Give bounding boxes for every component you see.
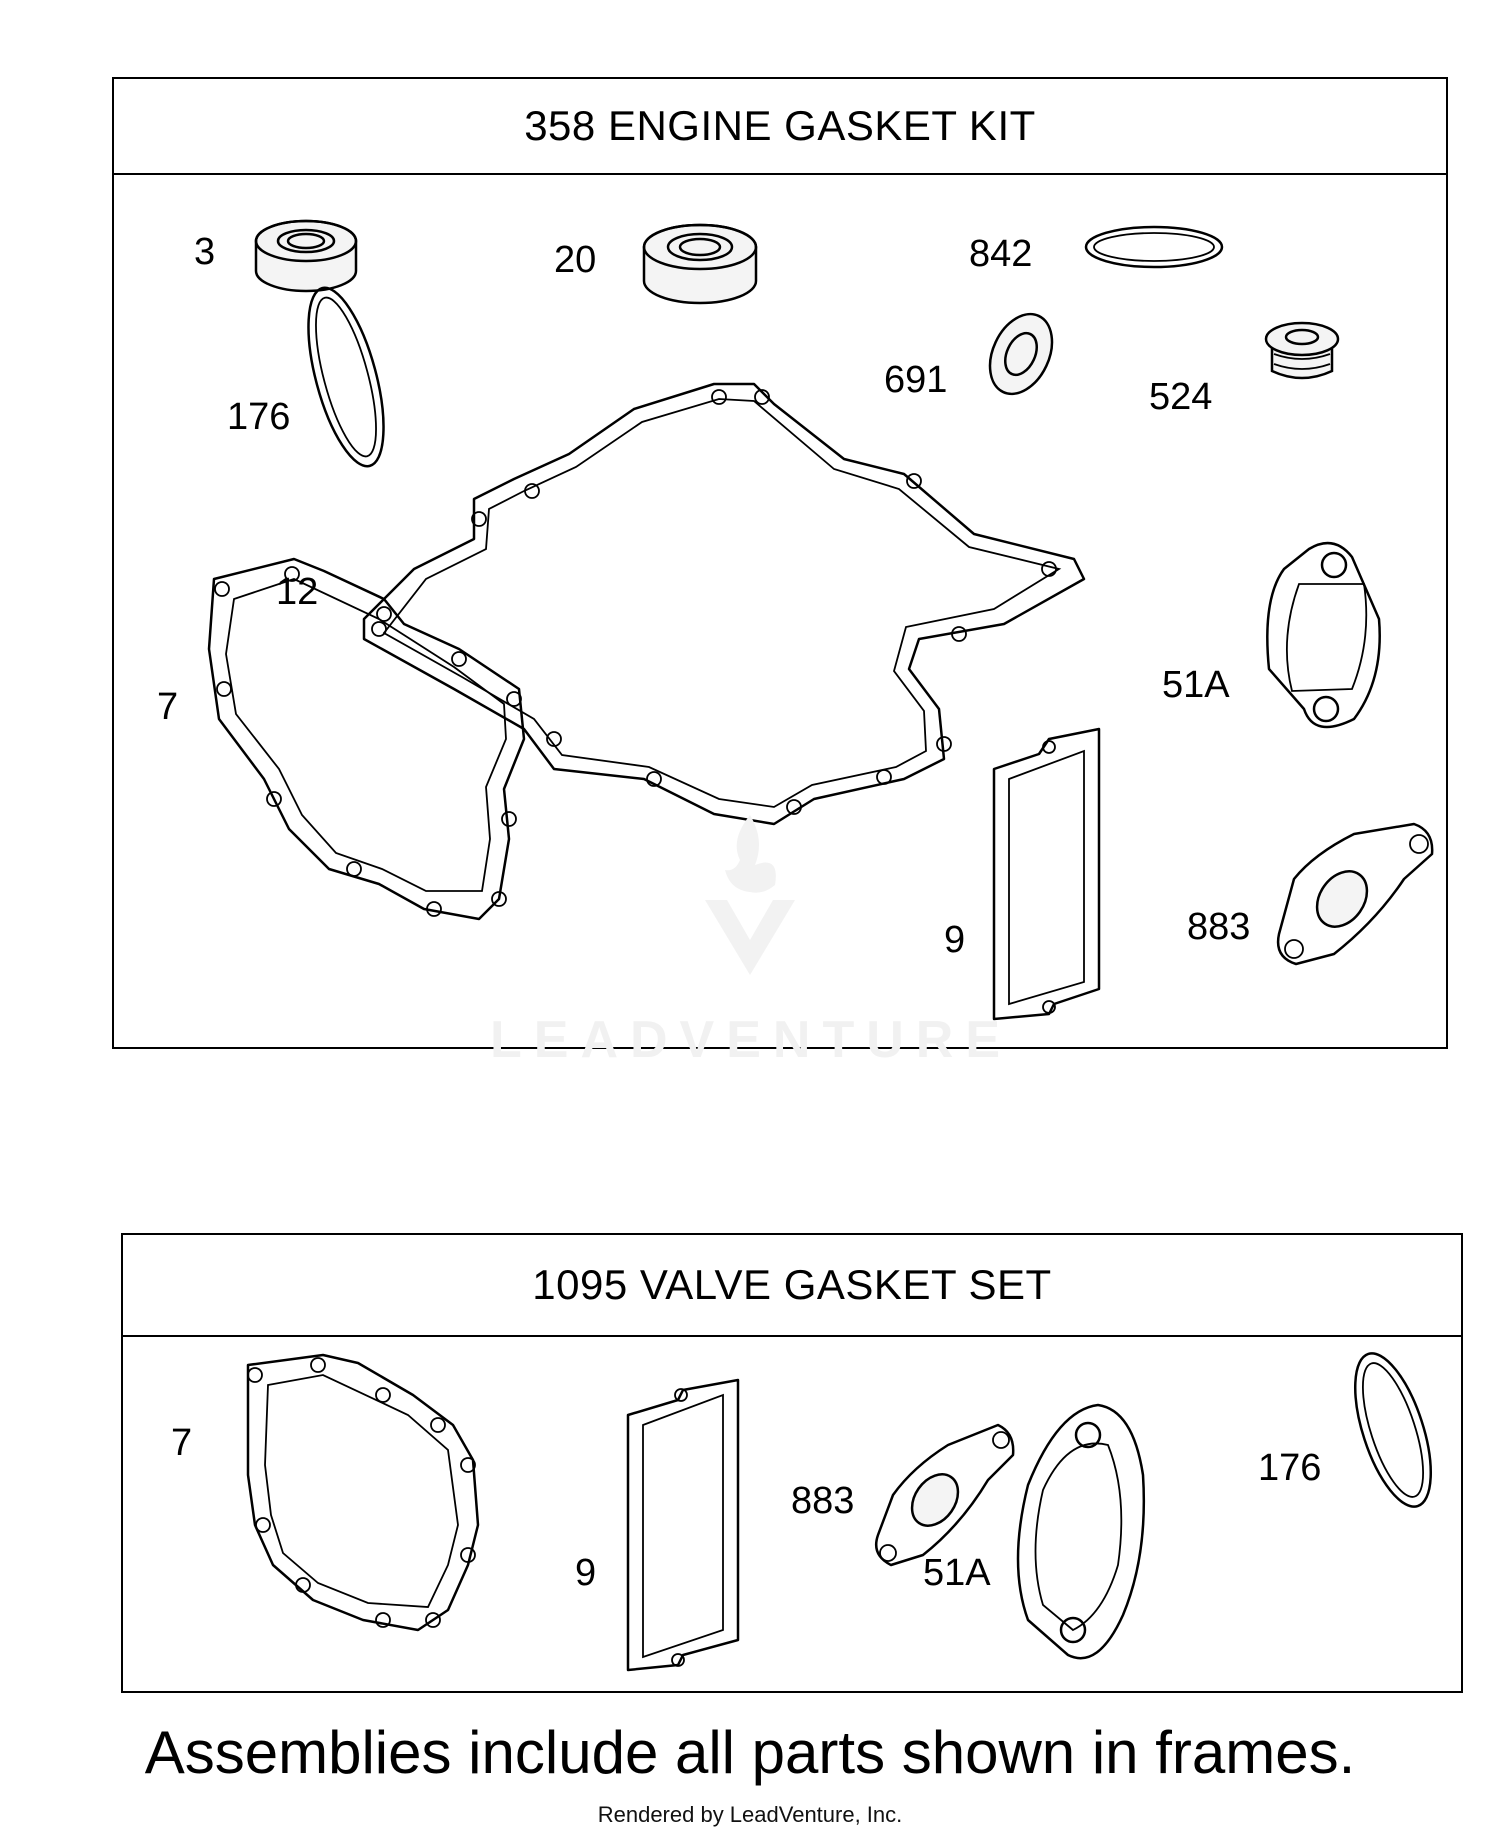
engine-gasket-kit-frame: 358 ENGINE GASKET KIT 3 20 842 176 691 5…: [112, 77, 1448, 1049]
callout-176[interactable]: 176: [1258, 1447, 1321, 1489]
callout-9[interactable]: 9: [944, 919, 965, 961]
part-51a-intake-gasket[interactable]: [1266, 541, 1381, 729]
callout-51a[interactable]: 51A: [923, 1552, 991, 1594]
callout-842[interactable]: 842: [969, 233, 1032, 275]
callout-9[interactable]: 9: [575, 1552, 596, 1594]
leadventure-watermark-text: LEADVENTURE: [490, 1011, 1013, 1069]
part-12-crankcase-gasket[interactable]: [362, 382, 1086, 826]
part-7-cylinder-head-gasket[interactable]: [207, 557, 526, 921]
part-883-carburetor-gasket[interactable]: [874, 1423, 1015, 1567]
callout-883[interactable]: 883: [791, 1480, 854, 1522]
callout-691[interactable]: 691: [884, 359, 947, 401]
callout-3[interactable]: 3: [194, 231, 215, 273]
valve-gasket-set-title: 1095 VALVE GASKET SET: [123, 1235, 1461, 1337]
part-3-oil-seal[interactable]: [254, 219, 358, 293]
assemblies-note: Assemblies include all parts shown in fr…: [144, 1719, 1356, 1786]
callout-51a[interactable]: 51A: [1162, 664, 1230, 706]
part-176-gasket[interactable]: [1340, 1345, 1447, 1516]
valve-gasket-set-frame: 1095 VALVE GASKET SET 7 9 883 51A 176: [121, 1233, 1463, 1693]
engine-gasket-kit-title: 358 ENGINE GASKET KIT: [114, 79, 1446, 175]
callout-524[interactable]: 524: [1149, 376, 1212, 418]
part-9-breather-gasket[interactable]: [992, 727, 1101, 1021]
callout-7[interactable]: 7: [171, 1422, 192, 1464]
render-credit: Rendered by LeadVenture, Inc.: [597, 1802, 903, 1827]
part-20-oil-seal[interactable]: [642, 223, 758, 305]
valve-gasket-set-diagram: 7 9 883 51A 176: [171, 1345, 1447, 1672]
callout-176[interactable]: 176: [227, 396, 290, 438]
part-51a-intake-gasket[interactable]: [1016, 1403, 1146, 1660]
callout-883[interactable]: 883: [1187, 906, 1250, 948]
part-9-breather-gasket[interactable]: [626, 1378, 740, 1672]
leadventure-watermark-logo: [705, 815, 795, 975]
part-883-carburetor-gasket[interactable]: [1276, 822, 1434, 966]
part-842-o-ring[interactable]: [1084, 225, 1224, 269]
part-524-grommet[interactable]: [1264, 321, 1340, 380]
part-691-seal[interactable]: [978, 304, 1064, 404]
callout-20[interactable]: 20: [554, 239, 596, 281]
part-7-cylinder-head-gasket[interactable]: [246, 1353, 480, 1632]
part-176-gasket[interactable]: [293, 280, 399, 473]
callout-7[interactable]: 7: [157, 686, 178, 728]
engine-gasket-kit-diagram: 3 20 842 176 691 524 12 7 51A 9 883: [157, 219, 1434, 1021]
